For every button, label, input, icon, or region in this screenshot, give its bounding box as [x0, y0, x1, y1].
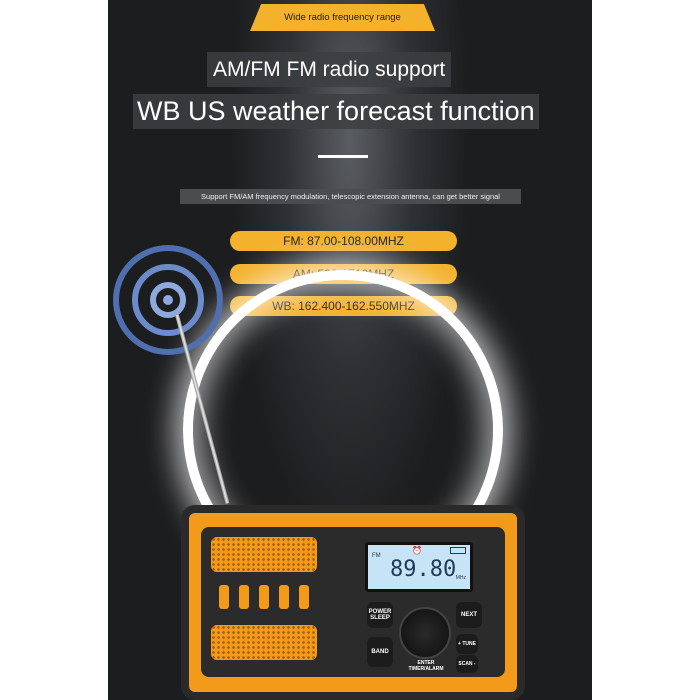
- feature-tag: Wide radio frequency range: [250, 4, 435, 31]
- preset-key[interactable]: [259, 585, 269, 609]
- tune-button[interactable]: + TUNE: [456, 634, 478, 654]
- headline-1: AM/FM FM radio support: [207, 52, 452, 87]
- band-indicator: FM: [372, 553, 381, 559]
- speaker-grille-bottom: [211, 625, 317, 660]
- lcd-display: FM ⏰ 89.80 MHz: [365, 542, 473, 592]
- preset-key[interactable]: [279, 585, 289, 609]
- preset-key[interactable]: [299, 585, 309, 609]
- scan-button[interactable]: SCAN -: [456, 655, 478, 673]
- divider: [318, 155, 368, 158]
- radio-front-panel: FM ⏰ 89.80 MHz POWER SLEEP NEXT BAND ENT…: [201, 527, 505, 677]
- tuning-knob[interactable]: [399, 607, 451, 659]
- frequency-readout: 89.80: [390, 557, 457, 582]
- unit-label: MHz: [455, 575, 466, 581]
- preset-key[interactable]: [239, 585, 249, 609]
- band-button[interactable]: BAND: [367, 637, 393, 667]
- power-sleep-button[interactable]: POWER SLEEP: [367, 602, 393, 628]
- next-button[interactable]: NEXT: [456, 602, 482, 628]
- frequency-fm: FM: 87.00-108.00MHZ: [230, 231, 457, 251]
- headline-2: WB US weather forecast function: [133, 94, 539, 129]
- enter-timer-alarm-label: ENTER TIMER/ALARM: [408, 660, 444, 672]
- subtitle: Support FM/AM frequency modulation, tele…: [180, 189, 521, 204]
- alarm-icon: ⏰: [412, 546, 422, 555]
- preset-key[interactable]: [219, 585, 229, 609]
- radio-device: FM ⏰ 89.80 MHz POWER SLEEP NEXT BAND ENT…: [181, 505, 525, 700]
- speaker-grille-top: [211, 537, 317, 572]
- battery-icon: [450, 547, 466, 554]
